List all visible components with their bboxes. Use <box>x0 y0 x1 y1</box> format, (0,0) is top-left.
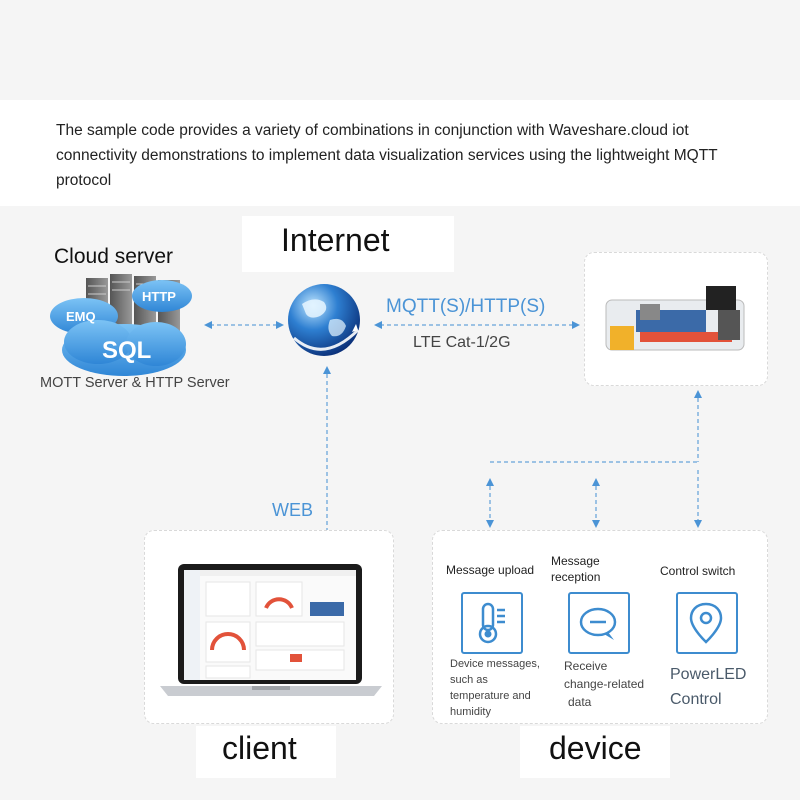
svg-text:SQL: SQL <box>102 337 151 364</box>
internet-label-bg <box>242 216 454 272</box>
location-pin-icon <box>676 592 738 654</box>
feature-title-control: Control switch <box>660 564 736 578</box>
cloud-server-caption: MOTT Server & HTTP Server <box>40 375 230 391</box>
protocol-label: MQTT(S)/HTTP(S) <box>386 296 546 317</box>
globe-icon <box>288 284 360 356</box>
feature-desc-control: PowerLED Control <box>670 666 747 708</box>
device-label: device <box>549 730 642 766</box>
web-label: WEB <box>272 500 314 520</box>
cloud-shape <box>50 280 192 376</box>
cloud-server-icon: EMQ HTTP SQL <box>50 274 192 376</box>
laptop-dashboard-image <box>160 564 382 696</box>
cloud-globe-link <box>204 321 284 329</box>
svg-text:EMQ: EMQ <box>66 309 96 324</box>
globe-device-link <box>374 321 580 329</box>
network-label: LTE Cat-1/2G <box>413 334 511 351</box>
client-label-bg <box>196 726 336 778</box>
intro-band <box>0 100 800 206</box>
client-label: client <box>222 730 297 766</box>
svg-text:HTTP: HTTP <box>142 289 176 304</box>
device-label-bg <box>520 726 670 778</box>
internet-label: Internet <box>281 222 390 258</box>
thermometer-icon <box>461 592 523 654</box>
device-feature-links <box>486 390 702 528</box>
cloud-server-title: Cloud server <box>54 245 174 268</box>
chat-bubble-icon <box>568 592 630 654</box>
feature-desc-reception: Receive change-related data <box>564 659 645 709</box>
device-board-image <box>605 286 745 351</box>
feature-desc-upload: Device messages, such as temperature and… <box>450 658 540 718</box>
feature-title-reception: Message reception <box>551 554 601 584</box>
feature-title-upload: Message upload <box>446 563 535 577</box>
intro-text: The sample code provides a variety of co… <box>56 122 718 189</box>
